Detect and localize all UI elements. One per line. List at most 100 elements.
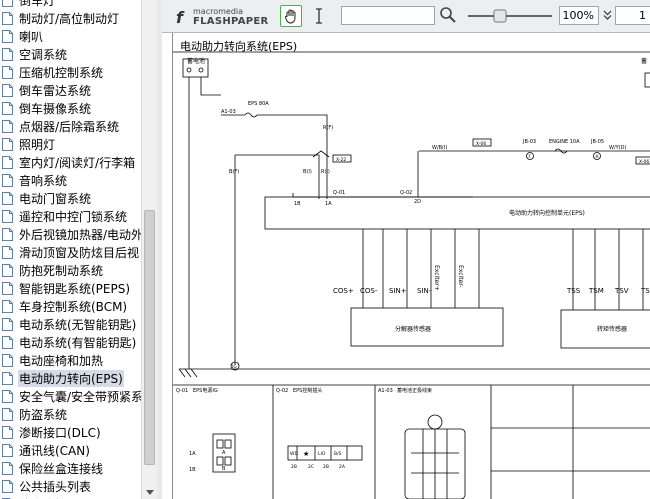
sidebar-item-label: 倒车雷达系统 (19, 83, 92, 98)
document-viewer[interactable]: 电动助力转向系统(EPS) (162, 33, 650, 499)
pin-2d-label: 2D (414, 199, 421, 205)
page-number-field[interactable]: 1 (615, 6, 650, 25)
sidebar-item[interactable]: 倒车灯 (0, 0, 141, 9)
sidebar-item-label: 音响系统 (19, 173, 68, 188)
x06-label: X-06 (639, 159, 649, 165)
hand-tool-button[interactable] (280, 5, 302, 27)
sidebar-item[interactable]: 安全气囊/安全带预紧系 (0, 387, 141, 405)
wb-label: W/B(I) (432, 145, 447, 151)
document-icon (2, 317, 13, 331)
sidebar-item[interactable]: 遥控和中控门锁系统 (0, 207, 141, 225)
zoom-slider[interactable] (465, 9, 555, 23)
bf-label: B(F) (229, 169, 239, 175)
conn2-pin-2: LIO (318, 451, 326, 457)
sidebar-item[interactable]: 室内灯/阅读灯/行李箱 (0, 153, 141, 171)
sidebar-item[interactable]: 制动灯/高位制动灯 (0, 9, 141, 27)
connector-q02-drawing (287, 445, 363, 461)
sidebar-item[interactable]: 空调系统 (0, 45, 141, 63)
sidebar-item[interactable]: 滑动顶窗及防炫目后视 (0, 243, 141, 261)
logo-big-text: FLASHPAPER (193, 16, 269, 27)
conn3-code: A1-03 (378, 388, 393, 394)
tsv-label: TSV (614, 287, 629, 295)
bookmark-sidebar: 倒车灯制动灯/高位制动灯喇叭空调系统压缩机控制系统倒车雷达系统倒车摄像系统点烟器… (0, 0, 158, 499)
tsr-label: TSR (640, 287, 650, 295)
sidebar-item[interactable]: 倒车摄像系统 (0, 99, 141, 117)
sidebar-item-label: 防盗系统 (19, 407, 68, 422)
document-icon (2, 29, 13, 43)
conn2-num-1: 2C (308, 464, 314, 470)
sidebar-item-label: 电动系统(有智能钥匙) (19, 335, 137, 350)
zoom-slider-thumb[interactable] (493, 9, 507, 23)
torque-sensor (560, 309, 650, 349)
conn1-pin-1a: 1A (189, 451, 196, 457)
hand-icon (284, 9, 296, 24)
sidebar-item[interactable]: 防盗系统 (0, 405, 141, 423)
conn1-pin-a: A (222, 450, 226, 456)
sidebar-item[interactable]: 防抱死制动系统 (0, 261, 141, 279)
conn2-num-3: 2A (339, 464, 346, 470)
conn2-num-2: 2B (323, 464, 329, 470)
engine-fuse-label: ENGINE 10A (549, 139, 580, 145)
sidebar-item-label: 渗断接口(DLC) (19, 425, 101, 440)
x06-connector (472, 138, 492, 147)
sidebar-item[interactable]: 智能钥匙系统(PEPS) (0, 279, 141, 297)
battery-terminal (186, 67, 192, 73)
document-icon (2, 155, 13, 169)
sidebar-item[interactable]: 音响系统 (0, 171, 141, 189)
sidebar-item[interactable]: 电动座椅和加热 (0, 351, 141, 369)
sidebar-item[interactable]: 渗断接口(DLC) (0, 423, 141, 441)
sidebar-item[interactable]: 点烟器/后除霜系统 (0, 117, 141, 135)
tsm-label: TSM (588, 287, 604, 295)
sidebar-item[interactable]: 照明灯 (0, 135, 141, 153)
sidebar-item-label: 空调系统 (19, 47, 68, 62)
exciter-plus-label: Exciter+ (433, 265, 440, 291)
conn3-name: 蓄电池正极线束 (397, 387, 432, 394)
pin-f (526, 152, 534, 160)
sidebar-item-label: 倒车灯 (19, 0, 56, 8)
document-icon (2, 47, 13, 61)
sidebar-item[interactable]: 电动系统(有智能钥匙) (0, 333, 141, 351)
sidebar-item-label: 智能钥匙系统(PEPS) (19, 281, 131, 296)
sidebar-item[interactable]: 车身控制系统(BCM) (0, 297, 141, 315)
sidebar-item-label: 倒车摄像系统 (19, 101, 92, 116)
sidebar-item[interactable]: 通讯线(CAN) (0, 441, 141, 459)
x22-connector (332, 154, 352, 163)
sidebar-item[interactable]: 保险丝盒连接线 (0, 459, 141, 477)
sidebar-item[interactable]: 线束连接图 (0, 495, 141, 499)
connector-q01-drawing (212, 433, 236, 473)
sidebar-item[interactable]: 公共插头列表 (0, 477, 141, 495)
zoom-level-field[interactable]: 100% (559, 6, 599, 25)
sin-plus-label: SIN+ (389, 287, 407, 295)
text-select-button[interactable] (308, 5, 330, 27)
scrollbar-thumb[interactable] (144, 210, 155, 465)
sidebar-item[interactable]: 电动门窗系统 (0, 189, 141, 207)
sidebar-item[interactable]: 压缩机控制系统 (0, 63, 141, 81)
battery-label: 蓄电池 (187, 57, 205, 65)
magnifier-icon (440, 7, 456, 23)
q01-label: Q-01 (333, 190, 345, 196)
wy-label: W/Y(D) (609, 145, 626, 151)
search-input[interactable] (341, 6, 435, 25)
cos-plus-label: COS+ (333, 287, 354, 295)
eps-fuse-label: EPS 80A (248, 101, 269, 107)
sidebar-item[interactable]: 外后视镜加热器/电动外 (0, 225, 141, 243)
sidebar-item-label: 车身控制系统(BCM) (19, 299, 128, 314)
search-button[interactable] (439, 6, 459, 26)
sidebar-scrollbar[interactable] (141, 0, 157, 499)
document-icon (2, 461, 13, 475)
sidebar-item[interactable]: 喇叭 (0, 27, 141, 45)
scroll-down-arrow-icon[interactable] (146, 490, 154, 495)
document-icon (2, 191, 13, 205)
document-icon (2, 263, 13, 277)
ground-pin-label: 1G (231, 364, 237, 369)
zoom-dropdown-arrow-icon[interactable] (603, 9, 612, 21)
sidebar-item[interactable]: 倒车雷达系统 (0, 81, 141, 99)
sidebar-item[interactable]: 电动系统(无智能钥匙) (0, 315, 141, 333)
x22-label: X-22 (336, 157, 346, 163)
battery-right-label: 蓄 (641, 57, 647, 65)
document-icon (2, 119, 13, 133)
sidebar-item[interactable]: 电动助力转向(EPS) (0, 369, 141, 387)
ground-pin (230, 361, 240, 371)
cos-minus-label: COS- (360, 287, 378, 295)
document-icon (2, 299, 13, 313)
